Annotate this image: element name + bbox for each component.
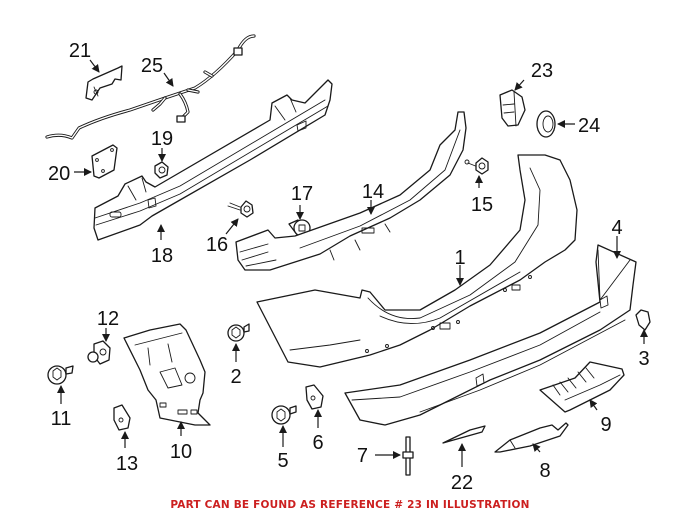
callout-18: 18 xyxy=(151,245,173,267)
callout-3: 3 xyxy=(638,348,649,370)
callout-5: 5 xyxy=(277,450,288,472)
reflector-strip-part xyxy=(442,425,486,444)
clip-13-part xyxy=(113,404,131,431)
callout-10: 10 xyxy=(170,441,192,463)
callout-25: 25 xyxy=(141,55,163,77)
callout-20: 20 xyxy=(48,163,70,185)
callout-4: 4 xyxy=(611,217,622,239)
callout-9: 9 xyxy=(600,414,611,436)
callout-24: 24 xyxy=(578,115,600,137)
lower-valance-part xyxy=(344,244,637,426)
bolt-15-part xyxy=(464,157,489,175)
skid-plate-part xyxy=(539,361,625,413)
bumper-cover-part xyxy=(256,154,578,368)
sensor-holder-part xyxy=(499,89,526,127)
callout-16: 16 xyxy=(206,234,228,256)
callout-1: 1 xyxy=(454,247,465,269)
reinforcement-bar-part xyxy=(93,79,333,241)
leader-9 xyxy=(589,399,598,411)
callout-7: 7 xyxy=(357,445,368,467)
bolt-16-part xyxy=(227,200,254,218)
leader-8 xyxy=(532,443,541,453)
leader-23 xyxy=(514,79,525,91)
callout-labels: 1 2 3 4 5 6 7 8 9 10 11 12 13 14 15 16 1… xyxy=(48,40,650,494)
sensor-ring-part xyxy=(536,110,556,138)
plate-part xyxy=(91,144,118,179)
callout-13: 13 xyxy=(116,453,138,475)
callout-11: 11 xyxy=(51,408,72,430)
callout-8: 8 xyxy=(539,460,550,482)
bolt-11-part xyxy=(47,365,74,385)
clip-6-part xyxy=(305,384,324,410)
bracket-21-part xyxy=(85,65,123,101)
side-bracket-part xyxy=(123,323,211,426)
leader-21 xyxy=(89,59,100,73)
callout-21: 21 xyxy=(69,40,91,62)
wiring-harness-part xyxy=(45,34,256,140)
bolt-2-part xyxy=(227,323,250,342)
bracket-8-part xyxy=(494,422,569,453)
callout-12: 12 xyxy=(97,308,119,330)
leader-25 xyxy=(163,72,174,87)
callout-17: 17 xyxy=(291,183,313,205)
bolt-5-part xyxy=(271,405,297,425)
callout-14: 14 xyxy=(362,181,384,203)
callout-22: 22 xyxy=(451,472,473,494)
leader-16 xyxy=(225,218,239,235)
callout-6: 6 xyxy=(312,432,323,454)
nut-12-part xyxy=(87,340,111,365)
callout-23: 23 xyxy=(531,60,553,82)
reference-note: PART CAN BE FOUND AS REFERENCE # 23 IN I… xyxy=(170,499,530,511)
leader-lines xyxy=(57,59,648,467)
clip-3-part xyxy=(635,309,651,331)
callout-2: 2 xyxy=(230,366,241,388)
callout-19: 19 xyxy=(151,128,173,150)
energy-absorber-part xyxy=(235,111,467,271)
callout-15: 15 xyxy=(471,194,493,216)
nut-19-part xyxy=(154,161,169,179)
stud-part xyxy=(402,436,414,476)
